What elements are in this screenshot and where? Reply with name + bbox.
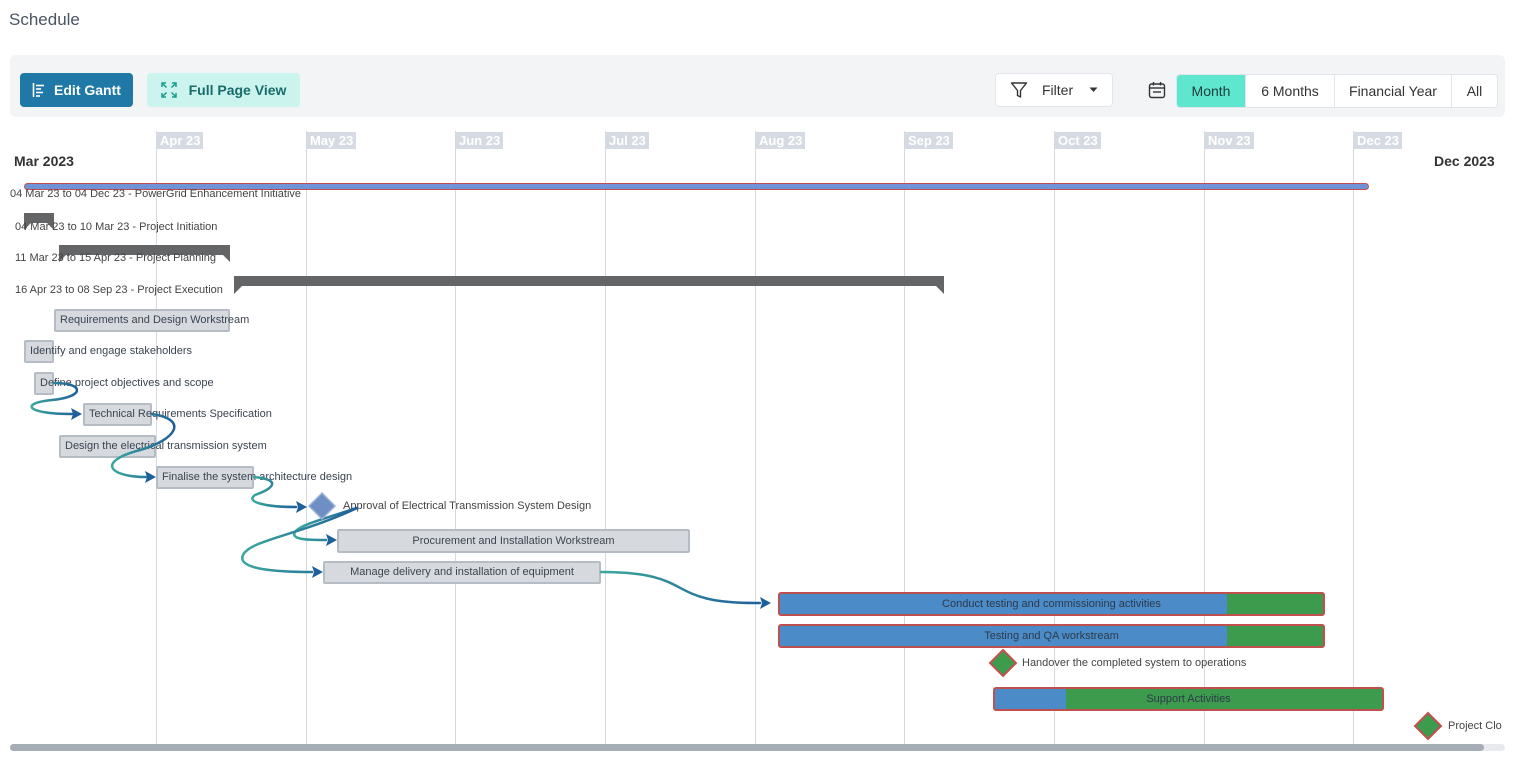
view-6-months-button[interactable]: 6 Months xyxy=(1245,75,1334,107)
milestone-diamond-closure[interactable] xyxy=(1413,711,1443,741)
month-header-dec: Dec 23 xyxy=(1354,132,1402,149)
month-header-apr: Apr 23 xyxy=(157,132,204,149)
planning-summary-bar[interactable] xyxy=(59,245,230,255)
month-header-oct: Oct 23 xyxy=(1055,132,1101,149)
task-bar[interactable]: Design the electrical transmission syste… xyxy=(59,435,267,458)
execution-summary-bar[interactable] xyxy=(234,276,944,286)
task-label: Testing and QA workstream xyxy=(984,630,1119,642)
month-header-may: May 23 xyxy=(307,132,357,149)
timeline-start-label: Mar 2023 xyxy=(14,153,74,169)
task-label: Identify and engage stakeholders xyxy=(30,345,193,357)
task-progress xyxy=(780,626,1227,646)
task-label: Support Activities xyxy=(1146,693,1231,705)
task-label: Technical Requirements Specification xyxy=(89,408,272,420)
task-label: Finalise the system architecture design xyxy=(162,471,353,483)
full-page-view-button[interactable]: Full Page View xyxy=(147,73,300,107)
task-progress xyxy=(780,594,1227,614)
initiation-label: 04 Mar 23 to 10 Mar 23 - Project Initiat… xyxy=(15,221,218,233)
page-title: Schedule xyxy=(9,10,80,29)
critical-task-bar[interactable]: Testing and QA workstream xyxy=(778,624,1325,648)
month-header-jun: Jun 23 xyxy=(456,132,504,149)
task-bar[interactable]: Define project objectives and scope xyxy=(34,372,214,395)
month-header-sep: Sep 23 xyxy=(905,132,953,149)
task-label: Conduct testing and commissioning activi… xyxy=(942,598,1161,610)
filter-icon xyxy=(1010,82,1028,98)
month-header-nov: Nov 23 xyxy=(1205,132,1254,149)
filter-dropdown[interactable]: Filter xyxy=(995,73,1113,107)
filter-label: Filter xyxy=(1042,82,1074,98)
month-gridline xyxy=(1353,131,1354,745)
task-label: Manage delivery and installation of equi… xyxy=(350,566,574,578)
milestone-label: Project Clo xyxy=(1448,720,1502,732)
execution-label: 16 Apr 23 to 08 Sep 23 - Project Executi… xyxy=(15,284,223,296)
initiation-summary-bar[interactable] xyxy=(24,213,54,223)
project-summary-bar[interactable] xyxy=(24,183,1369,190)
month-gridline xyxy=(755,131,756,745)
task-bar[interactable]: Identify and engage stakeholders xyxy=(24,340,192,363)
month-gridline xyxy=(306,131,307,745)
task-bar[interactable]: Technical Requirements Specification xyxy=(83,403,272,426)
horizontal-scrollbar-thumb[interactable] xyxy=(10,744,1484,751)
month-gridline xyxy=(455,131,456,745)
project-summary-label: 04 Mar 23 to 04 Dec 23 - PowerGrid Enhan… xyxy=(10,188,302,200)
task-bar[interactable]: Requirements and Design Workstream xyxy=(54,309,249,332)
milestone-diamond-approval[interactable] xyxy=(307,491,337,521)
time-scale-selector: Month 6 Months Financial Year All xyxy=(1176,74,1498,108)
task-bar[interactable]: Manage delivery and installation of equi… xyxy=(323,561,601,584)
caret-down-icon xyxy=(1089,87,1098,92)
task-bar[interactable]: Procurement and Installation Workstream xyxy=(337,529,690,553)
edit-gantt-label: Edit Gantt xyxy=(54,82,121,98)
view-financial-year-button[interactable]: Financial Year xyxy=(1334,75,1451,107)
gantt-toolbar: Edit Gantt Full Page View Filter Month 6… xyxy=(10,55,1505,117)
month-header-jul: Jul 23 xyxy=(606,132,649,149)
edit-gantt-button[interactable]: Edit Gantt xyxy=(20,73,133,107)
view-all-button[interactable]: All xyxy=(1451,75,1497,107)
task-label: Procurement and Installation Workstream xyxy=(412,535,615,547)
milestone-diamond-handover[interactable] xyxy=(988,648,1018,678)
month-gridline xyxy=(1204,131,1205,745)
month-header-aug: Aug 23 xyxy=(756,132,806,149)
planning-label: 11 Mar 23 to 15 Apr 23 - Project Plannin… xyxy=(15,252,216,264)
view-month-button[interactable]: Month xyxy=(1177,75,1245,107)
critical-task-bar[interactable]: Support Activities xyxy=(993,687,1384,711)
full-page-view-label: Full Page View xyxy=(188,82,287,98)
month-gridline xyxy=(904,131,905,745)
timeline-end-label: Dec 2023 xyxy=(1434,153,1495,169)
task-label: Design the electrical transmission syste… xyxy=(65,440,267,452)
month-gridline xyxy=(605,131,606,745)
month-gridline xyxy=(1054,131,1055,745)
task-label: Define project objectives and scope xyxy=(40,377,214,389)
task-bar[interactable]: Finalise the system architecture design xyxy=(156,466,352,489)
milestone-label: Approval of Electrical Transmission Syst… xyxy=(343,500,592,512)
milestone-label: Handover the completed system to operati… xyxy=(1022,657,1247,669)
gantt-icon xyxy=(32,83,45,97)
critical-task-bar[interactable]: Conduct testing and commissioning activi… xyxy=(778,592,1325,616)
task-progress xyxy=(995,689,1066,709)
calendar-icon xyxy=(1148,82,1166,99)
expand-icon xyxy=(160,82,177,98)
task-label: Requirements and Design Workstream xyxy=(60,314,250,326)
